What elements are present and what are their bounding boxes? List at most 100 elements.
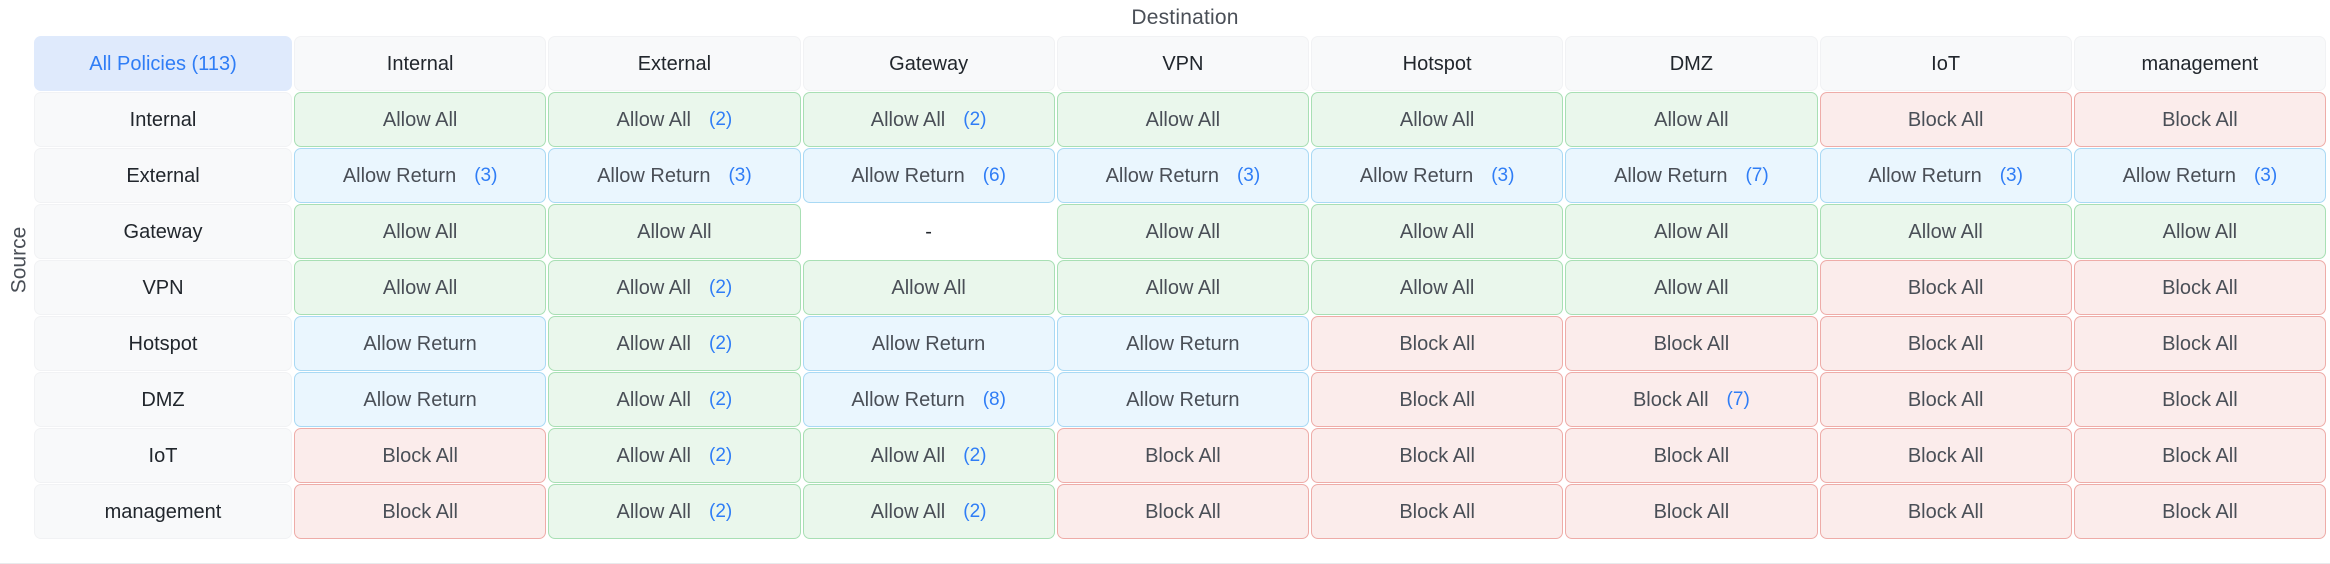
policy-cell[interactable]: Allow All(2) — [548, 372, 801, 427]
policy-cell-count: (7) — [1726, 389, 1750, 410]
column-header-vpn[interactable]: VPN — [1056, 36, 1309, 91]
policy-cell-label: Block All — [1399, 332, 1475, 355]
policy-cell[interactable]: Block All — [1819, 428, 2072, 483]
policy-cell-label: Allow Return — [1614, 164, 1728, 187]
policy-cell[interactable]: Allow Return — [1056, 316, 1309, 371]
policy-cell[interactable]: Allow All — [294, 204, 547, 259]
column-header-hotspot[interactable]: Hotspot — [1311, 36, 1564, 91]
policy-cell[interactable]: Allow Return — [1056, 372, 1309, 427]
row-header-dmz[interactable]: DMZ — [34, 372, 292, 427]
policy-cell[interactable]: Block All — [1311, 484, 1564, 539]
policy-cell[interactable]: Allow All — [548, 204, 801, 259]
policy-cell[interactable]: - — [802, 204, 1055, 259]
column-header-dmz[interactable]: DMZ — [1565, 36, 1818, 91]
all-policies-button[interactable]: All Policies (113) — [34, 36, 292, 91]
policy-cell[interactable]: Allow All — [2073, 204, 2326, 259]
row-header-internal[interactable]: Internal — [34, 92, 292, 147]
policy-cell[interactable]: Allow Return — [802, 316, 1055, 371]
row-header-management[interactable]: management — [34, 484, 292, 539]
policy-cell-count: (7) — [1745, 165, 1769, 186]
policy-cell-label: Allow All — [1399, 276, 1475, 299]
policy-cell[interactable]: Allow All(2) — [548, 484, 801, 539]
policy-cell[interactable]: Allow All — [294, 260, 547, 315]
policy-cell[interactable]: Allow All — [802, 260, 1055, 315]
policy-cell[interactable]: Block All — [1819, 92, 2072, 147]
policy-cell[interactable]: Block All — [2073, 260, 2326, 315]
policy-cell[interactable]: Allow All (2) — [548, 428, 801, 483]
column-header-gateway[interactable]: Gateway — [802, 36, 1055, 91]
policy-cell[interactable]: Allow Return(3) — [548, 148, 801, 203]
policy-cell[interactable]: Block All — [1311, 316, 1564, 371]
policy-cell[interactable]: Allow All(2) — [802, 484, 1055, 539]
policy-cell[interactable]: Allow Return — [294, 372, 547, 427]
policy-cell-label: Allow Return — [1359, 164, 1474, 187]
policy-cell[interactable]: Allow Return (7) — [1565, 148, 1818, 203]
policy-cell[interactable]: Allow All — [1819, 204, 2072, 259]
policy-cell[interactable]: Block All — [294, 484, 547, 539]
policy-cell[interactable]: Block All — [1819, 372, 2072, 427]
policy-cell[interactable]: Block All — [2073, 316, 2326, 371]
policy-cell[interactable]: Allow All — [294, 92, 547, 147]
destination-axis-label: Destination — [1131, 6, 1239, 29]
policy-cell[interactable]: Block All — [2073, 428, 2326, 483]
policy-cell[interactable]: Allow All — [1311, 204, 1564, 259]
row-header-iot[interactable]: IoT — [34, 428, 292, 483]
policy-cell-count: (2) — [709, 445, 733, 466]
row-header-gateway[interactable]: Gateway — [34, 204, 292, 259]
policy-cell-label: Allow All — [637, 220, 712, 243]
policy-cell[interactable]: Allow Return(3) — [1056, 148, 1309, 203]
policy-cell[interactable]: Block All — [1819, 484, 2072, 539]
policy-cell[interactable]: Allow Return(3) — [1819, 148, 2072, 203]
row-header-external[interactable]: External — [34, 148, 292, 203]
policy-cell[interactable]: Allow Return(3) — [294, 148, 547, 203]
policy-cell[interactable]: Allow All — [1565, 260, 1818, 315]
policy-cell[interactable]: Allow All — [1311, 92, 1564, 147]
column-header-external[interactable]: External — [548, 36, 801, 91]
policy-cell[interactable]: Allow All — [1056, 260, 1309, 315]
policy-cell[interactable]: Allow Return(3) — [2073, 148, 2326, 203]
column-header-iot[interactable]: IoT — [1819, 36, 2072, 91]
policy-cell[interactable]: Block All — [1311, 372, 1564, 427]
policy-cell-label: Block All — [1907, 388, 1984, 411]
policy-cell[interactable]: Block All — [1311, 428, 1564, 483]
policy-cell-count: (2) — [709, 389, 733, 410]
policy-cell[interactable]: Allow All(2) — [548, 92, 801, 147]
policy-cell[interactable]: Block All — [2073, 484, 2326, 539]
policy-cell[interactable]: Allow All — [1311, 260, 1564, 315]
policy-cell[interactable]: Block All — [1056, 484, 1309, 539]
policy-cell[interactable]: Allow All — [1056, 92, 1309, 147]
column-header-internal[interactable]: Internal — [294, 36, 547, 91]
policy-cell[interactable]: Block All — [1565, 428, 1818, 483]
policy-cell[interactable]: Allow Return(8) — [802, 372, 1055, 427]
policy-cell[interactable]: Block All — [1819, 260, 2072, 315]
policy-cell[interactable]: Allow All — [1056, 204, 1309, 259]
policy-cell[interactable]: Block All — [2073, 372, 2326, 427]
policy-cell-label: Allow All — [616, 444, 691, 467]
policy-cell[interactable]: Block All — [1056, 428, 1309, 483]
policy-cell-label: Allow All — [870, 444, 946, 467]
policy-cell[interactable]: Block All(7) — [1565, 372, 1818, 427]
row-header-vpn[interactable]: VPN — [34, 260, 292, 315]
policy-cell[interactable]: Block All — [294, 428, 547, 483]
policy-cell[interactable]: Allow All — [1565, 204, 1818, 259]
policy-cell[interactable]: Allow All(2) — [802, 92, 1055, 147]
row-header-hotspot[interactable]: Hotspot — [34, 316, 292, 371]
column-header-management[interactable]: management — [2073, 36, 2326, 91]
policy-cell[interactable]: Allow All — [1565, 92, 1818, 147]
policy-cell-label: Allow All — [1145, 276, 1221, 299]
policy-cell-label: Allow All — [1654, 276, 1729, 299]
policy-cell-label: Allow Return — [851, 388, 965, 411]
policy-cell[interactable]: Block All — [1565, 316, 1818, 371]
policy-cell[interactable]: Allow All(2) — [548, 316, 801, 371]
policy-cell[interactable]: Block All — [1565, 484, 1818, 539]
policy-cell[interactable]: Allow Return(3) — [1311, 148, 1564, 203]
policy-cell-count: (2) — [963, 445, 987, 466]
policy-cell[interactable]: Allow All (2) — [802, 428, 1055, 483]
policy-cell[interactable]: Allow All(2) — [548, 260, 801, 315]
policy-cell[interactable]: Block All — [2073, 92, 2326, 147]
policy-cell[interactable]: Allow Return(6) — [802, 148, 1055, 203]
policy-cell[interactable]: Allow Return — [294, 316, 547, 371]
policy-cell[interactable]: Block All — [1819, 316, 2072, 371]
policy-cell-label: Allow All — [1654, 108, 1729, 131]
